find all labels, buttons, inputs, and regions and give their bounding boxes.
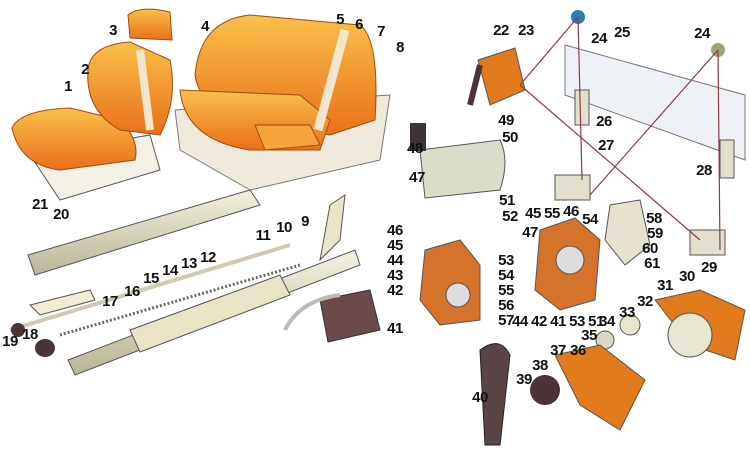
part-label-32: 32	[637, 293, 653, 310]
part-label-2: 2	[81, 61, 89, 78]
part-label-52: 52	[502, 208, 518, 225]
seat-slide-rails	[9, 189, 361, 376]
part-label-27: 27	[598, 137, 614, 154]
part-label-8: 8	[396, 39, 404, 56]
part-label-47a: 47	[409, 169, 425, 186]
part-label-57: 57	[498, 312, 514, 329]
part-label-46b: 46	[563, 203, 579, 220]
headrest	[127, 8, 173, 41]
front-seat	[11, 8, 173, 201]
part-label-33: 33	[619, 304, 635, 321]
part-label-45b: 45	[525, 205, 541, 222]
part-label-19: 19	[2, 333, 18, 350]
part-label-38: 38	[532, 357, 548, 374]
part-label-41a: 41	[387, 320, 403, 337]
part-label-54b: 54	[582, 211, 598, 228]
part-label-35: 35	[581, 327, 597, 344]
part-label-7: 7	[377, 23, 385, 40]
part-label-26: 26	[596, 113, 612, 130]
part-label-15: 15	[143, 270, 159, 287]
part-label-53b: 53	[569, 313, 585, 330]
part-label-1: 1	[64, 78, 72, 95]
part-label-6: 6	[355, 16, 363, 33]
part-label-49: 49	[498, 112, 514, 129]
part-label-55a: 55	[498, 282, 514, 299]
part-label-24a: 24	[591, 30, 607, 47]
part-label-40: 40	[472, 389, 488, 406]
rear-bench-seat	[174, 14, 391, 191]
part-label-21: 21	[32, 196, 48, 213]
part-label-16: 16	[124, 283, 140, 300]
part-label-36: 36	[570, 342, 586, 359]
part-label-45a: 45	[387, 237, 403, 254]
part-label-12: 12	[200, 249, 216, 266]
part-label-43: 43	[387, 267, 403, 284]
part-label-55b: 55	[544, 205, 560, 222]
part-label-4: 4	[201, 18, 209, 35]
part-label-54a: 54	[498, 267, 514, 284]
part-label-11: 11	[255, 227, 271, 244]
part-label-34: 34	[599, 313, 615, 330]
part-label-60: 60	[642, 240, 658, 257]
part-label-42b: 42	[531, 313, 547, 330]
part-label-44b: 44	[512, 313, 528, 330]
part-label-31: 31	[657, 277, 673, 294]
part-label-13: 13	[181, 255, 197, 272]
part-label-14: 14	[162, 262, 178, 279]
part-label-28: 28	[696, 162, 712, 179]
part-label-56: 56	[498, 297, 514, 314]
part-label-9: 9	[301, 213, 309, 230]
part-label-51b: 51	[588, 313, 604, 330]
part-label-30: 30	[679, 268, 695, 285]
part-label-37: 37	[550, 342, 566, 359]
part-label-17: 17	[102, 293, 118, 310]
part-label-42a: 42	[387, 282, 403, 299]
part-label-51a: 51	[499, 192, 515, 209]
part-label-23: 23	[518, 22, 534, 39]
part-label-3: 3	[109, 22, 117, 39]
part-label-61: 61	[644, 255, 660, 272]
part-label-25: 25	[614, 24, 630, 41]
part-label-10: 10	[276, 219, 292, 236]
part-label-41b: 41	[550, 313, 566, 330]
window-regulator	[467, 10, 746, 446]
door-handle	[283, 123, 506, 343]
part-label-53a: 53	[498, 252, 514, 269]
part-label-48: 48	[407, 140, 423, 157]
door-lock	[419, 199, 651, 326]
part-label-50: 50	[502, 129, 518, 146]
part-label-47b: 47	[522, 224, 538, 241]
part-label-39: 39	[516, 371, 532, 388]
part-label-58: 58	[646, 210, 662, 227]
part-label-24b: 24	[694, 25, 710, 42]
part-label-22: 22	[493, 22, 509, 39]
part-label-46a: 46	[387, 222, 403, 239]
part-label-44a: 44	[387, 252, 403, 269]
part-label-18: 18	[22, 326, 38, 343]
part-label-5: 5	[336, 11, 344, 28]
part-label-20: 20	[53, 206, 69, 223]
part-label-29: 29	[701, 259, 717, 276]
part-label-59: 59	[647, 225, 663, 242]
